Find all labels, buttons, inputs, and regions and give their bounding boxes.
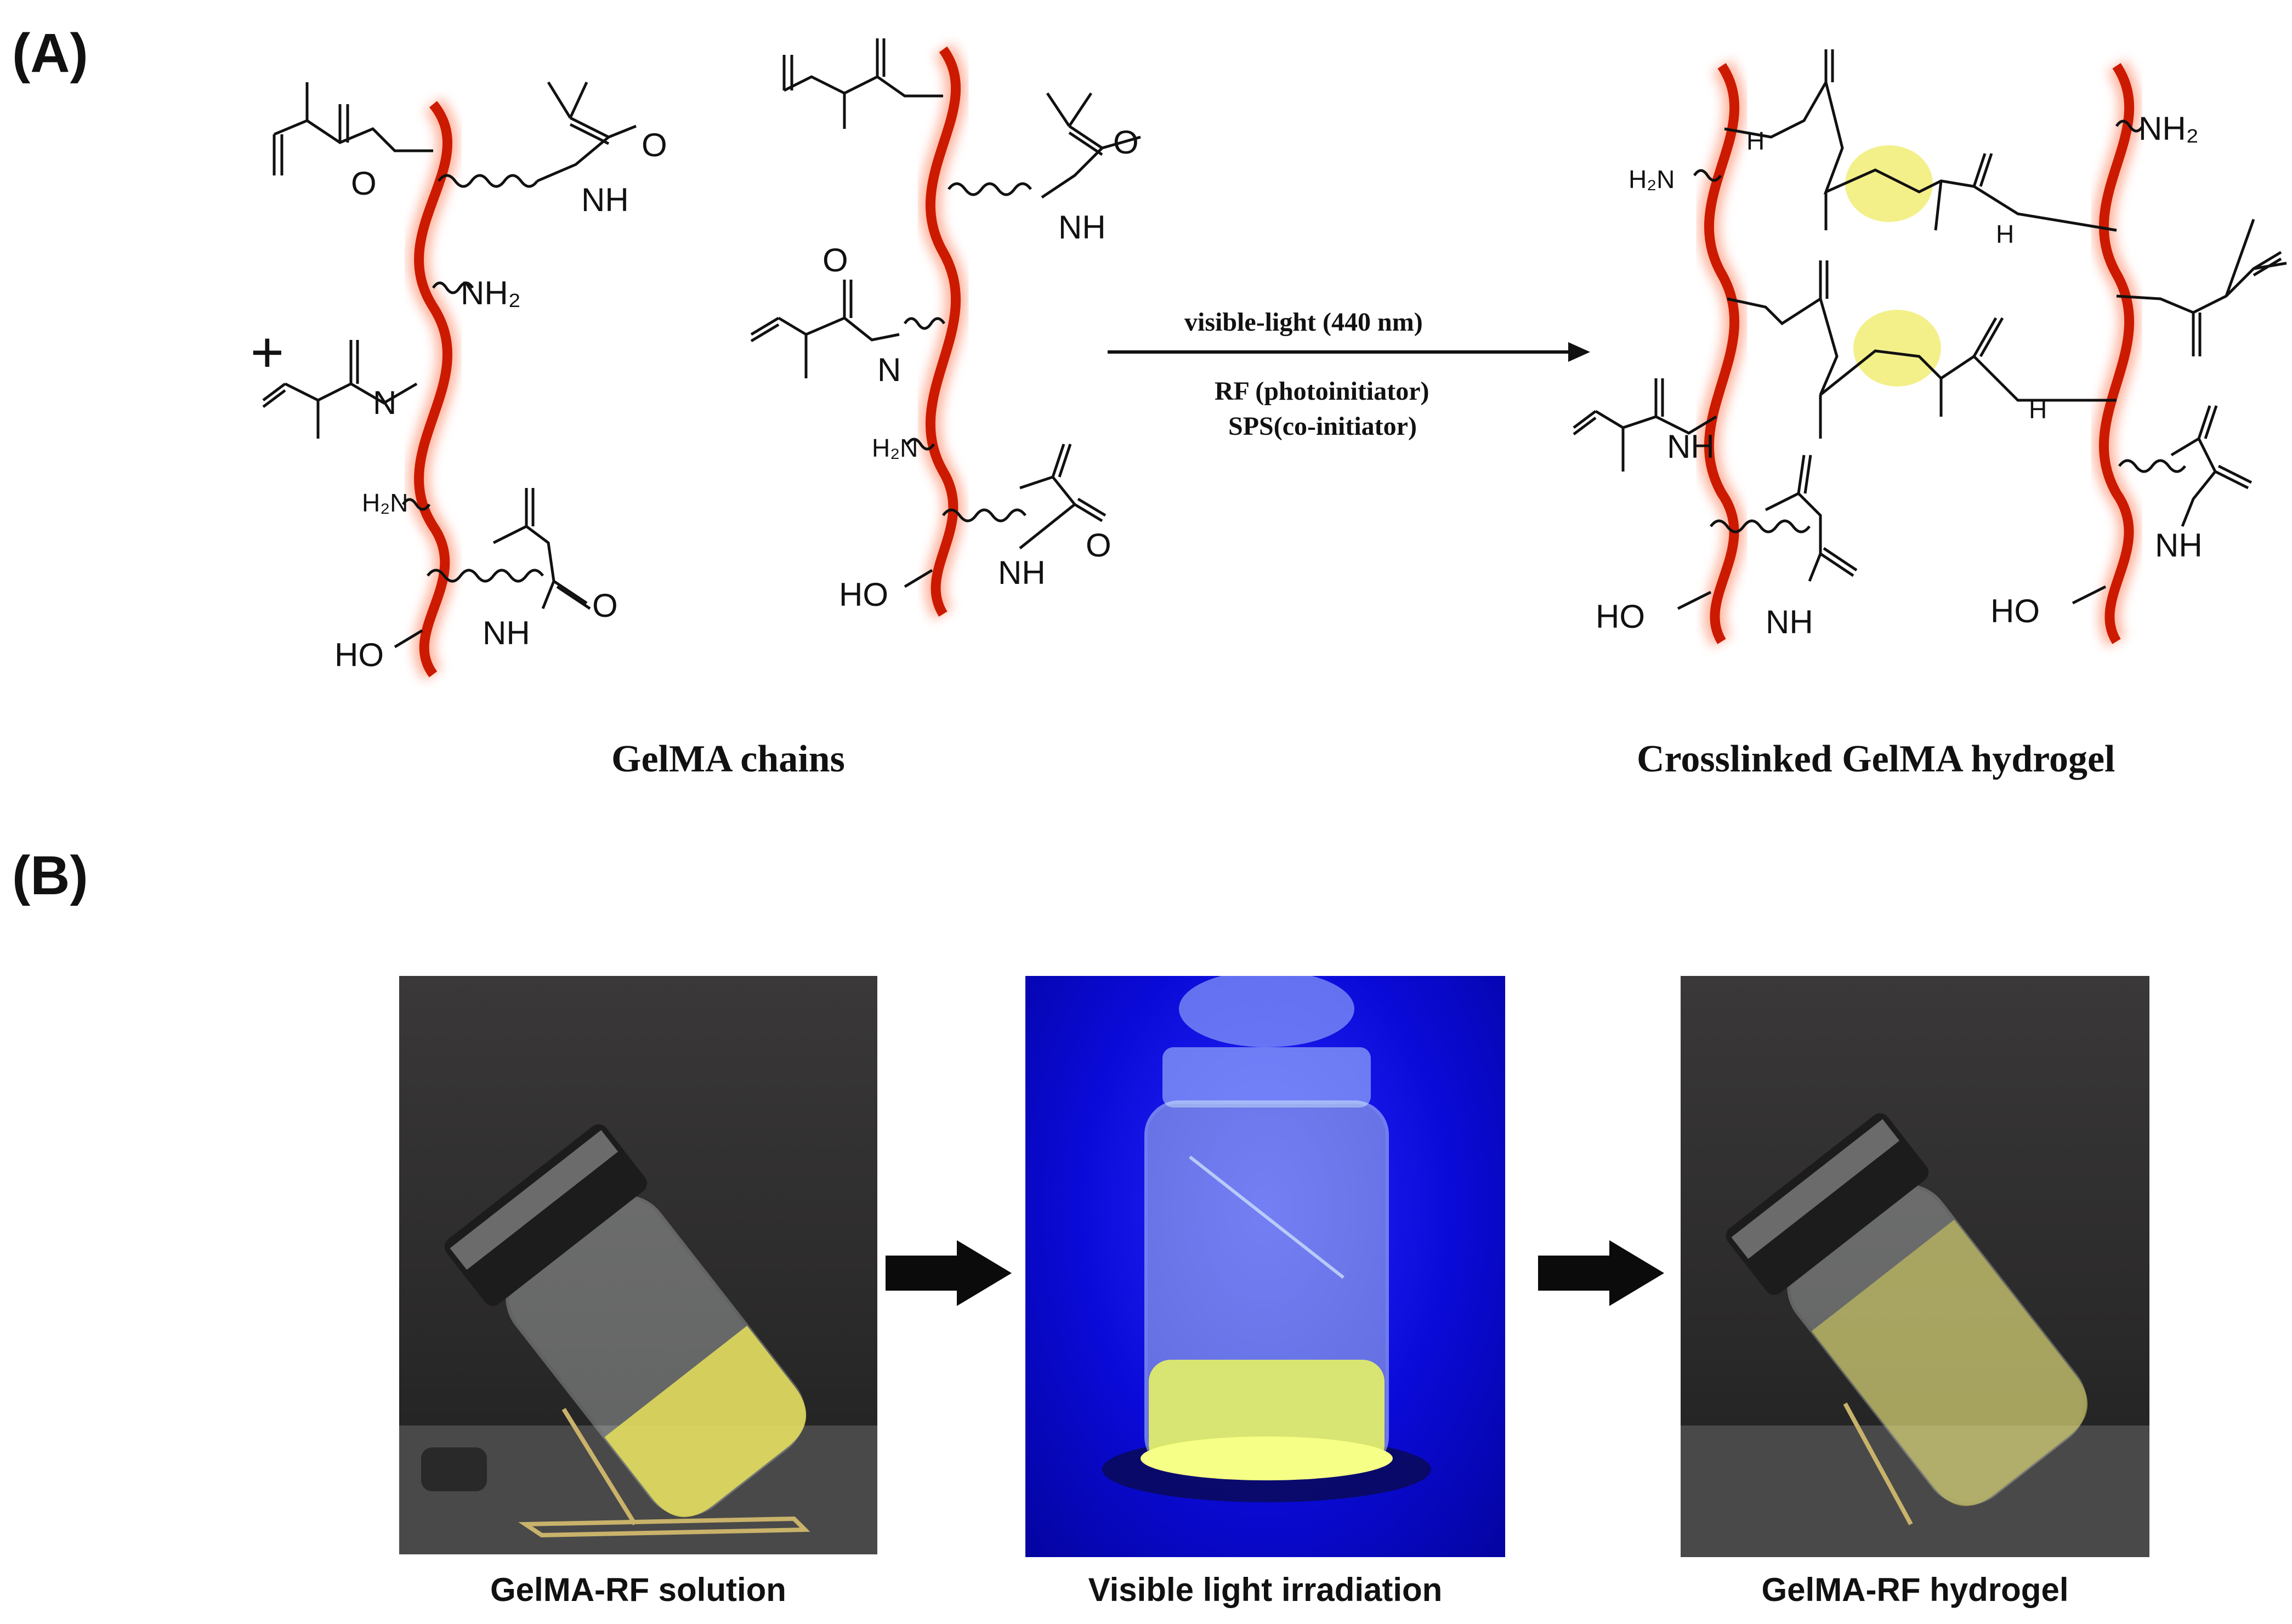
group-nh-1: NH bbox=[581, 181, 629, 218]
caption-gelma-chains: GelMA chains bbox=[611, 738, 845, 780]
group-o-4: O bbox=[1086, 527, 1111, 564]
group-ho: HO bbox=[334, 637, 384, 673]
chemical-bonds bbox=[262, 38, 2287, 649]
crosslink-highlight-2 bbox=[1853, 310, 1941, 387]
caption-irradiation: Visible light irradiation bbox=[1088, 1571, 1443, 1608]
vial-tilted-yellow-gel-image bbox=[1681, 1113, 2149, 1557]
group-nh-2: NH bbox=[1058, 209, 1106, 246]
group-h-xl-2: H bbox=[1996, 220, 2015, 248]
group-nh2-xl: NH₂ bbox=[2138, 110, 2199, 147]
group-nh2: NH₂ bbox=[461, 275, 521, 311]
reaction-condition-light: visible-light (440 nm) bbox=[1184, 308, 1423, 337]
group-nh-3: NH bbox=[998, 554, 1046, 591]
group-nh-xl-1: NH bbox=[1667, 428, 1715, 465]
group-nh-xl-2: NH bbox=[1766, 604, 1813, 640]
reaction-condition-coinitiator: SPS(co-initiator) bbox=[1228, 412, 1417, 441]
group-ho-2: HO bbox=[839, 576, 888, 613]
crosslinked-chain-right bbox=[2092, 59, 2141, 648]
group-n-1: N bbox=[373, 384, 397, 421]
caption-crosslinked-hydrogel: Crosslinked GelMA hydrogel bbox=[1637, 738, 2115, 780]
panel-b-label: (B) bbox=[12, 845, 88, 906]
group-o-ester: O bbox=[351, 165, 377, 202]
caption-solution: GelMA-RF solution bbox=[490, 1571, 786, 1608]
reaction-scheme bbox=[262, 38, 2287, 681]
group-o-amide: O bbox=[642, 127, 667, 163]
photo-gelma-rf-solution bbox=[399, 976, 877, 1554]
group-o-lower: O bbox=[592, 587, 618, 624]
reaction-condition-photoinitiator: RF (photoinitiator) bbox=[1215, 377, 1429, 406]
group-h-xl-1: H bbox=[1746, 127, 1765, 155]
crosslinked-chain-left bbox=[1698, 59, 1746, 648]
group-h2n: H₂N bbox=[362, 489, 409, 517]
panel-a-label: (A) bbox=[12, 22, 88, 84]
group-ho-xl-right: HO bbox=[1990, 593, 2040, 629]
group-h2n-2: H₂N bbox=[872, 434, 918, 462]
group-o-3: O bbox=[822, 242, 848, 279]
group-h-xl-3: H bbox=[2029, 395, 2047, 424]
group-nh-xl-3: NH bbox=[2155, 527, 2203, 564]
vial-tilted-yellow-liquid-image bbox=[399, 1124, 877, 1554]
right-arrow-icon-1 bbox=[886, 1240, 1012, 1309]
vial-upright-blue-light-image bbox=[1102, 976, 1431, 1502]
crosslink-highlight-1 bbox=[1845, 145, 1933, 222]
gelma-chain-1 bbox=[408, 97, 458, 681]
caption-hydrogel: GelMA-RF hydrogel bbox=[1761, 1571, 2069, 1608]
group-h2n-xl: H₂N bbox=[1629, 165, 1675, 194]
gelma-chain-2 bbox=[919, 43, 967, 620]
group-ho-xl-left: HO bbox=[1596, 598, 1645, 635]
photo-gelma-rf-hydrogel bbox=[1681, 976, 2149, 1557]
right-arrow-icon-2 bbox=[1538, 1240, 1664, 1309]
group-n-2: N bbox=[877, 351, 901, 388]
photo-visible-light-irradiation bbox=[1025, 976, 1505, 1557]
reaction-arrow bbox=[1108, 342, 1590, 362]
plus-sign: + bbox=[250, 319, 285, 386]
group-o-2: O bbox=[1113, 124, 1139, 161]
group-nh-lower: NH bbox=[483, 615, 530, 651]
